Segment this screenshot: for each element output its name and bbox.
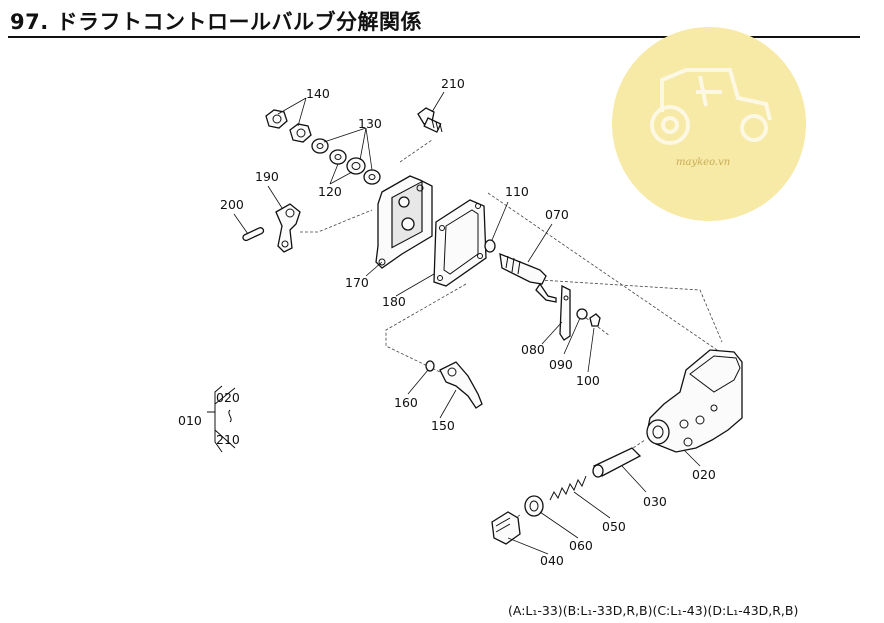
part-130-120-washers [311,138,381,185]
label-070: 070 [545,207,569,222]
part-160-oring [425,360,435,372]
label-080: 080 [521,342,545,357]
part-labels: 140 130 120 210 190 200 170 180 110 070 … [220,76,716,568]
label-020: 020 [692,467,716,482]
tractor-icon [650,68,772,145]
watermark-circle [612,27,806,221]
part-040-plug [491,511,521,545]
model-applicability-note: (A:L₁-33)(B:L₁-33D,R,B)(C:L₁-43)(D:L₁-43… [508,603,799,618]
part-090-washer [576,308,588,320]
part-170-cover [375,175,433,269]
part-150-shaft [439,361,483,409]
label-040: 040 [540,553,564,568]
label-090: 090 [549,357,573,372]
part-050-spring [549,475,587,501]
page-title: 97. ドラフトコントロールバルブ分解関係 [10,10,423,34]
label-170: 170 [345,275,369,290]
group-index-bracket: 010 020 210 [178,385,240,453]
label-140: 140 [306,86,330,101]
group-index-main: 010 [178,413,202,428]
watermark-logo: maykeo.vn [612,27,806,221]
label-060: 060 [569,538,593,553]
label-180: 180 [382,294,406,309]
label-200: 200 [220,197,244,212]
part-190-arm [275,203,301,253]
part-030-plunger [592,447,642,478]
label-100: 100 [576,373,600,388]
part-210-bolt [417,107,443,133]
label-110: 110 [505,184,529,199]
part-100-nut [589,313,601,327]
label-190: 190 [255,169,279,184]
label-120: 120 [318,184,342,199]
label-030: 030 [643,494,667,509]
part-020-valve-body [646,349,743,453]
title-underline [8,36,860,38]
label-130: 130 [358,116,382,131]
label-210: 210 [441,76,465,91]
group-index-to: 210 [216,432,240,447]
part-180-gasket [433,199,487,287]
label-050: 050 [602,519,626,534]
part-060-washer [524,495,544,517]
part-070-spool [499,252,557,303]
part-140-nuts [265,109,312,143]
watermark-text: maykeo.vn [676,157,730,168]
part-200-pin [242,227,265,242]
group-index-from: 020 [216,390,240,405]
label-160: 160 [394,395,418,410]
leader-lines [233,91,701,555]
part-080-plate [559,284,571,341]
label-150: 150 [431,418,455,433]
part-110-oring [484,239,496,253]
